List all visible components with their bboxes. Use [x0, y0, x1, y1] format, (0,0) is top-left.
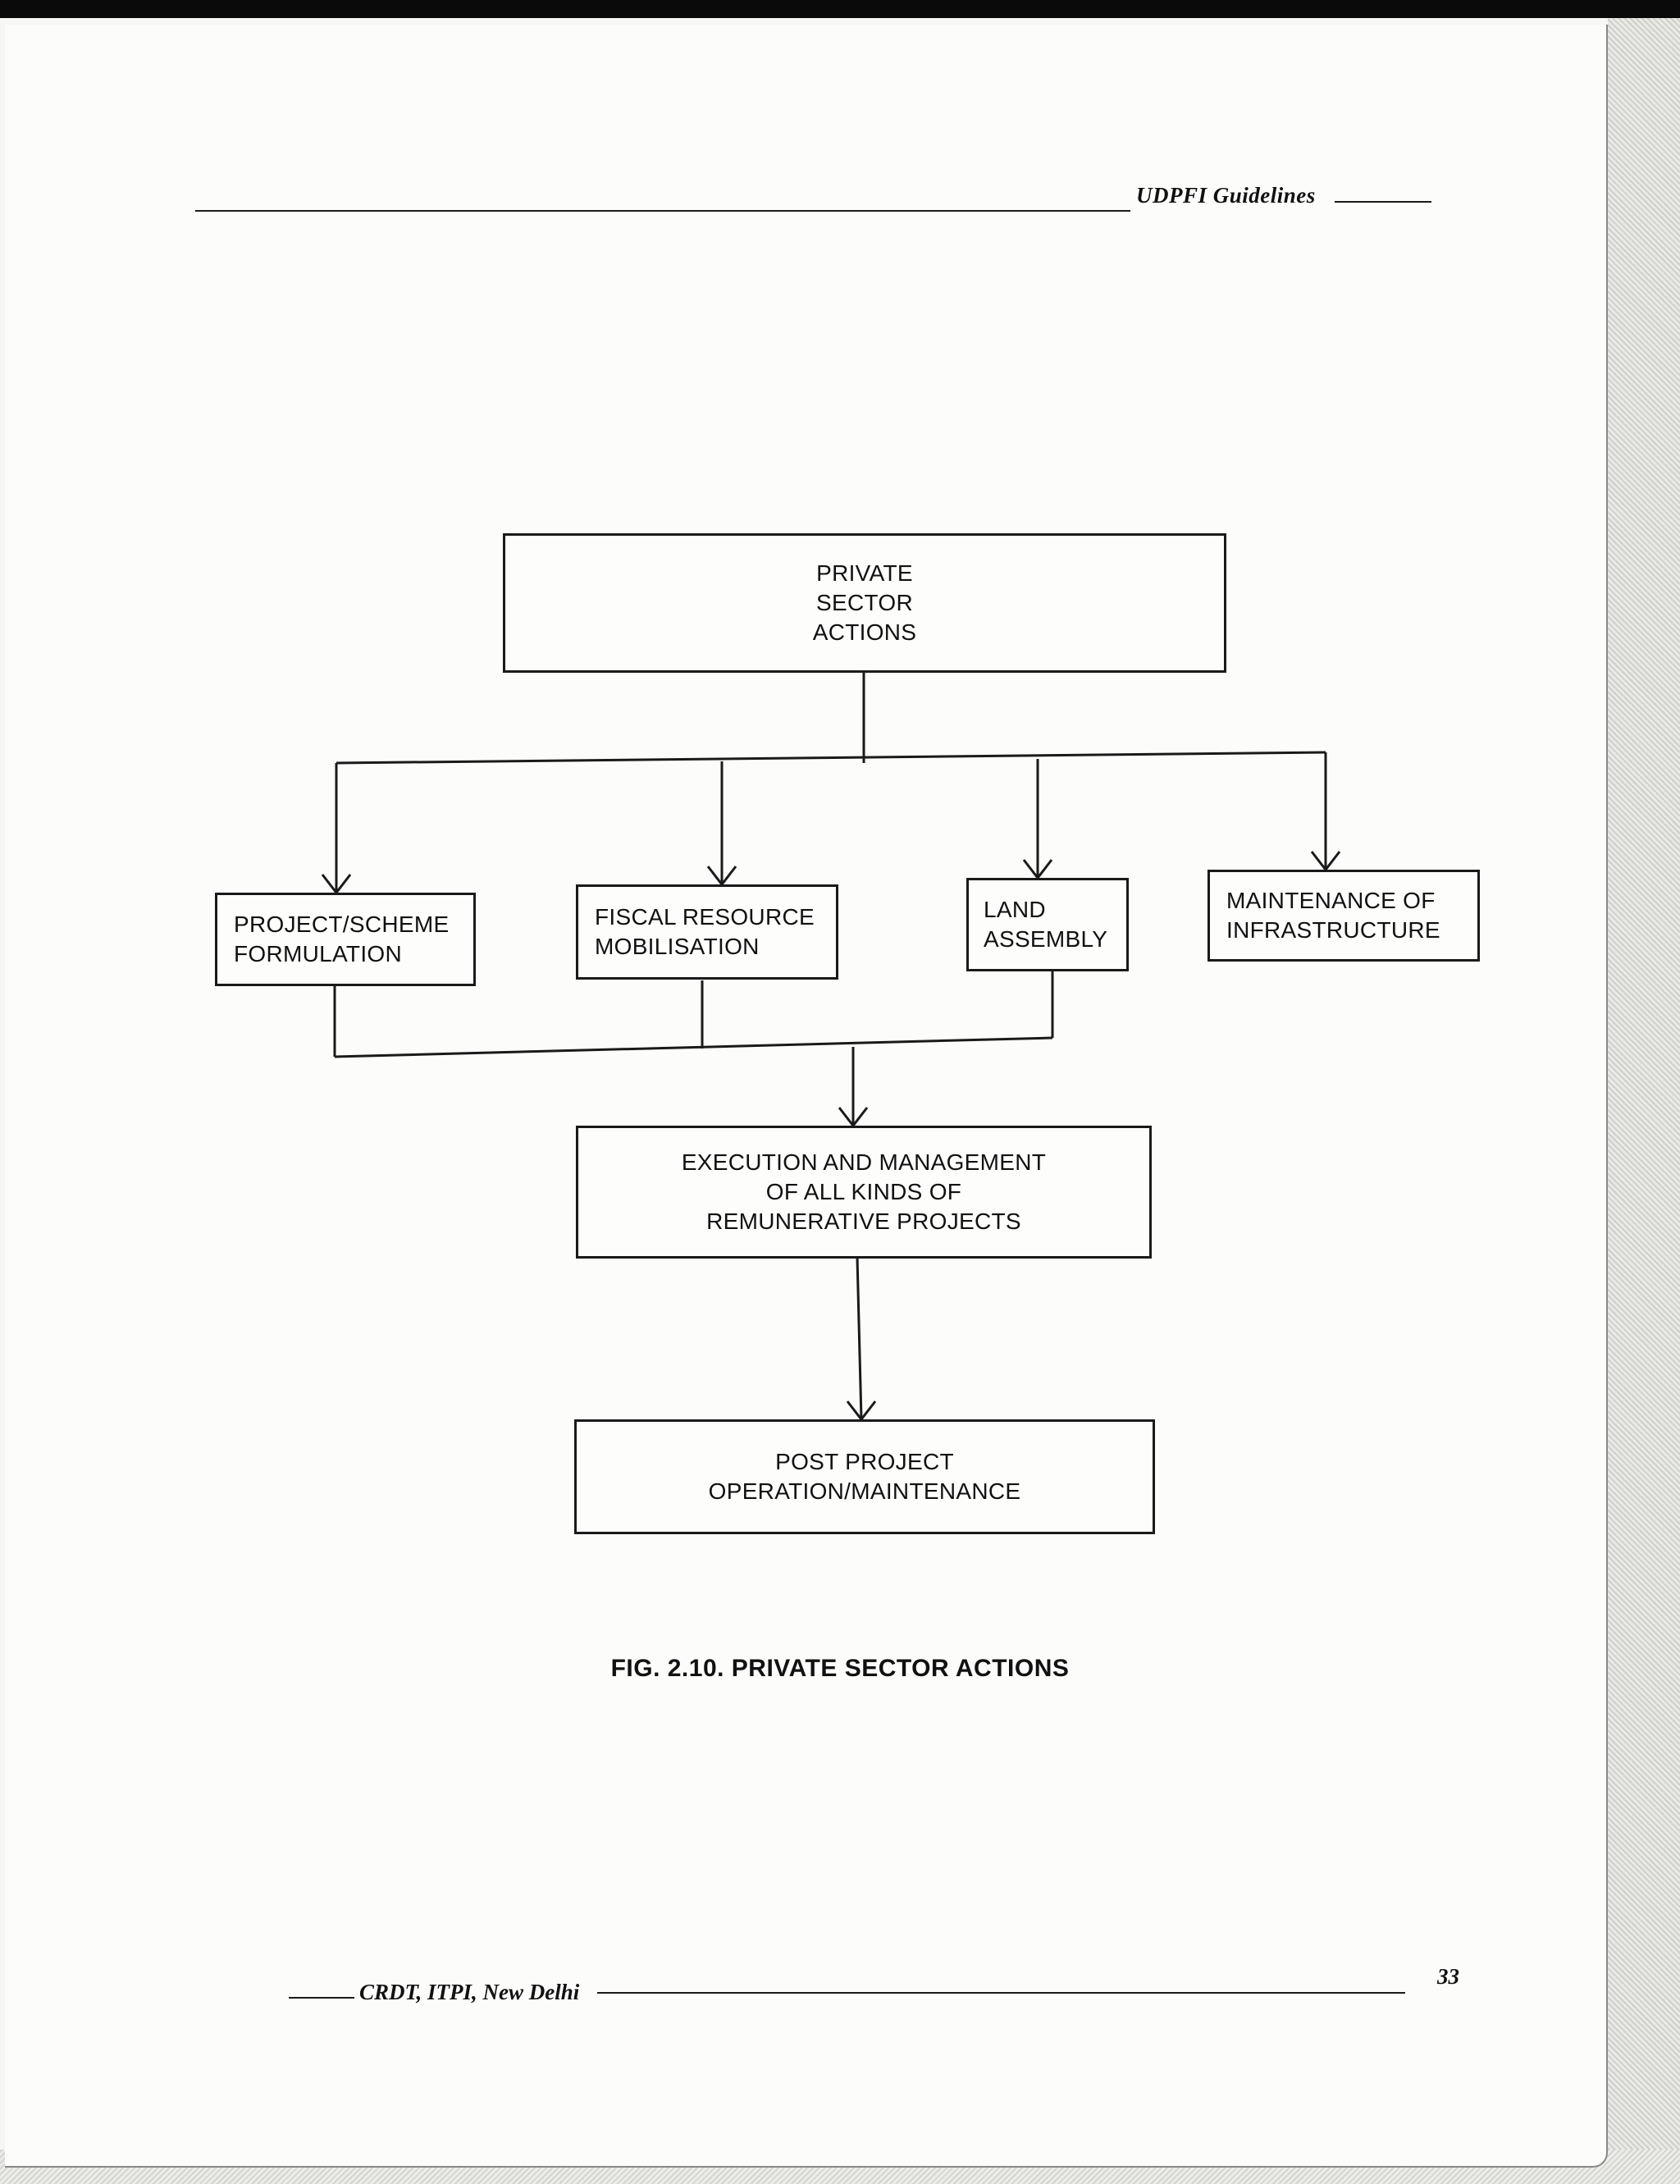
root-line-1: PRIVATE — [816, 560, 913, 586]
running-head: UDPFI Guidelines — [1136, 183, 1316, 208]
figure-caption: FIG. 2.10. PRIVATE SECTOR ACTIONS — [610, 1655, 1070, 1682]
execution-box: EXECUTION AND MANAGEMENT OF ALL KINDS OF… — [576, 1126, 1152, 1259]
execution-line-2: OF ALL KINDS OF — [765, 1179, 962, 1204]
footer-rule-right — [597, 1992, 1405, 1994]
land-assembly-line-1: LAND — [984, 897, 1046, 922]
post-project-line-1: POST PROJECT — [775, 1449, 954, 1474]
project-scheme-box: PROJECT/SCHEME FORMULATION — [215, 893, 476, 986]
root-line-3: ACTIONS — [812, 619, 917, 645]
maintenance-line-2: INFRASTRUCTURE — [1226, 917, 1440, 943]
footer-rule-left — [289, 1997, 354, 1999]
merge-bar — [334, 1036, 1053, 1058]
maintenance-infrastructure-box: MAINTENANCE OF INFRASTRUCTURE — [1208, 870, 1480, 962]
document-page — [5, 25, 1608, 2168]
land-assembly-line-2: ASSEMBLY — [984, 926, 1108, 952]
fiscal-resource-line-2: MOBILISATION — [595, 934, 760, 959]
post-project-line-2: OPERATION/MAINTENANCE — [708, 1478, 1021, 1504]
project-scheme-line-1: PROJECT/SCHEME — [234, 912, 450, 937]
land-assembly-box: LAND ASSEMBLY — [966, 878, 1129, 971]
scan-right-edge — [1608, 18, 1680, 2184]
post-project-box: POST PROJECT OPERATION/MAINTENANCE — [574, 1419, 1155, 1534]
execution-line-3: REMUNERATIVE PROJECTS — [706, 1209, 1021, 1234]
page-number: 33 — [1437, 1964, 1459, 1989]
running-foot: CRDT, ITPI, New Delhi — [359, 1980, 580, 2004]
root-box: PRIVATE SECTOR ACTIONS — [503, 533, 1226, 673]
maintenance-line-1: MAINTENANCE OF — [1226, 888, 1436, 913]
scan-top-band — [0, 0, 1680, 18]
execution-stem — [856, 1256, 863, 1420]
root-line-2: SECTOR — [816, 590, 913, 615]
fiscal-resource-box: FISCAL RESOURCE MOBILISATION — [576, 884, 838, 980]
fiscal-resource-line-1: FISCAL RESOURCE — [595, 904, 815, 930]
execution-line-1: EXECUTION AND MANAGEMENT — [681, 1149, 1047, 1175]
header-rule-right — [1335, 201, 1431, 203]
header-rule-left — [195, 210, 1130, 212]
branch-bar — [336, 751, 1326, 765]
project-scheme-line-2: FORMULATION — [234, 941, 403, 966]
